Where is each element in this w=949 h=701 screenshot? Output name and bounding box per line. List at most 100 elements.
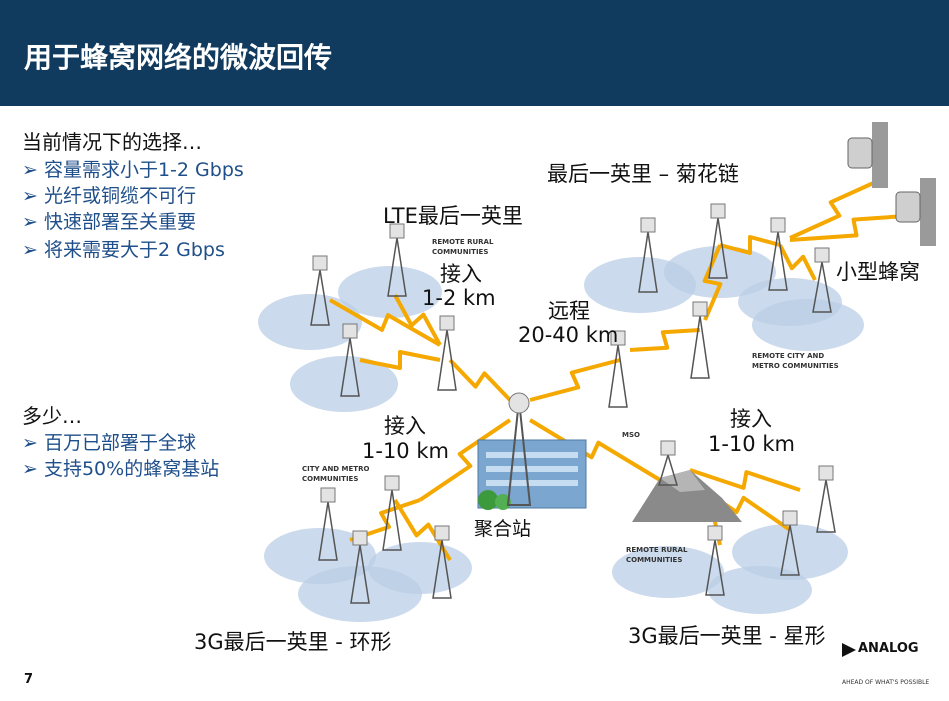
label-remote-city: REMOTE CITY AND METRO COMMUNITIES: [752, 352, 839, 370]
small-cell-icons: [847, 122, 936, 246]
antenna-icon: [660, 440, 676, 456]
logo-triangle-icon: [842, 643, 856, 657]
analog-logo: ANALOG AHEAD OF WHAT'S POSSIBLE: [842, 641, 942, 691]
microwave-link: [393, 498, 452, 562]
microwave-link: [719, 235, 781, 255]
cell-tower-icon: [310, 269, 330, 326]
cell-tower-icon: [708, 217, 728, 279]
microwave-link: [359, 350, 441, 370]
microwave-link: [789, 213, 921, 242]
label-access-top: 接入: [440, 262, 482, 286]
cell-tower-icon: [638, 231, 658, 293]
coverage-ellipse: [664, 246, 776, 298]
antenna-icon: [610, 330, 626, 346]
logo-text: ANALOG: [858, 641, 919, 656]
antenna-icon: [770, 217, 786, 233]
antenna-icon: [814, 247, 830, 263]
cell-towers: [310, 203, 836, 604]
cell-tower-icon: [705, 539, 725, 596]
bullet-item: ➢ 将来需要大于2 Gbps: [22, 239, 225, 261]
antenna-icon: [640, 217, 656, 233]
slide-title: 用于蜂窝网络的微波回传: [24, 41, 333, 74]
coverage-ellipse: [612, 546, 724, 598]
microwave-link: [329, 298, 441, 347]
microwave-links: [329, 178, 921, 562]
label-daisy-chain: 最后一英里 – 菊花链: [547, 162, 739, 186]
label-remote-rural-bottom: REMOTE RURAL COMMUNITIES: [626, 546, 688, 564]
antenna-icon: [342, 323, 358, 339]
label-remote-range: 20-40 km: [518, 323, 619, 347]
microwave-link: [418, 418, 512, 502]
cell-tower-icon: [690, 315, 710, 379]
coverage-areas: [258, 246, 864, 622]
cell-tower-icon: [340, 337, 360, 397]
label-access-left-range: 1-10 km: [362, 439, 449, 463]
dish-antenna-icon: [508, 392, 530, 414]
coverage-ellipse: [752, 299, 864, 351]
header-bar: 用于蜂窝网络的微波回传: [0, 0, 949, 106]
bullet-item: ➢ 容量需求小于1-2 Gbps: [22, 159, 244, 181]
heading-how-many: 多少…: [22, 404, 82, 428]
coverage-ellipse: [338, 266, 442, 318]
coverage-ellipse: [708, 566, 812, 614]
microwave-link: [529, 358, 621, 402]
microwave-link: [629, 328, 701, 352]
cell-tower-icon: [387, 237, 407, 297]
label-lte-last-mile: LTE最后一英里: [383, 204, 523, 228]
label-remote: 远程: [548, 299, 590, 323]
microwave-link: [778, 244, 817, 281]
label-access-left: 接入: [384, 414, 426, 438]
antenna-icon: [710, 203, 726, 219]
antenna-icon: [352, 530, 368, 546]
cell-tower-icon: [768, 231, 788, 291]
cell-tower-icon: [432, 539, 452, 599]
bullet-item: ➢ 光纤或铜缆不可行: [22, 185, 196, 207]
cell-tower-icon: [812, 261, 832, 313]
label-small-cell: 小型蜂窝: [836, 260, 920, 284]
microwave-link: [448, 358, 512, 402]
label-city-metro: CITY AND METRO COMMUNITIES: [302, 465, 370, 483]
coverage-ellipse: [732, 524, 848, 580]
antenna-icon: [389, 223, 405, 239]
cell-tower-icon: [437, 329, 457, 391]
coverage-ellipse: [258, 294, 362, 350]
aggregation-tower-icon: [506, 399, 532, 506]
antenna-icon: [818, 465, 834, 481]
coverage-ellipse: [290, 356, 398, 412]
antenna-icon: [320, 487, 336, 503]
microwave-link: [689, 468, 801, 492]
antenna-icon: [384, 475, 400, 491]
antenna-icon: [692, 301, 708, 317]
coverage-ellipse: [298, 566, 422, 622]
label-remote-rural-top: REMOTE RURAL COMMUNITIES: [432, 238, 494, 256]
microwave-link: [528, 418, 662, 482]
cell-tower-icon: [350, 544, 370, 604]
label-3g-star: 3G最后一英里 - 星形: [628, 624, 826, 648]
cell-tower-icon: [780, 524, 800, 576]
label-aggregation-station: 聚合站: [474, 518, 532, 540]
bullet-item: ➢ 百万已部署于全球: [22, 432, 196, 454]
cell-tower-icon: [657, 452, 679, 486]
cell-tower-icon: [318, 501, 338, 561]
antenna-icon: [439, 315, 455, 331]
logo-tagline: AHEAD OF WHAT'S POSSIBLE: [842, 679, 930, 686]
antenna-icon: [434, 525, 450, 541]
antenna-icon: [782, 510, 798, 526]
microwave-link: [789, 178, 881, 240]
cell-tower-icon: [608, 344, 628, 408]
antenna-icon: [312, 255, 328, 271]
label-access-right-range: 1-10 km: [708, 432, 795, 456]
antenna-icon: [707, 525, 723, 541]
heading-current-options: 当前情况下的选择…: [22, 130, 202, 154]
label-access-right: 接入: [730, 407, 772, 431]
microwave-link: [702, 244, 723, 321]
cell-tower-icon: [816, 479, 836, 533]
bullet-item: ➢ 快速部署至关重要: [22, 211, 196, 233]
cell-tower-icon: [382, 489, 402, 551]
label-access-top-range: 1-2 km: [422, 286, 496, 310]
label-3g-ring: 3G最后一英里 - 环形: [194, 630, 392, 654]
bullet-item: ➢ 支持50%的蜂窝基站: [22, 458, 220, 480]
page-number: 7: [24, 672, 34, 687]
mountain-icon: [632, 470, 742, 522]
